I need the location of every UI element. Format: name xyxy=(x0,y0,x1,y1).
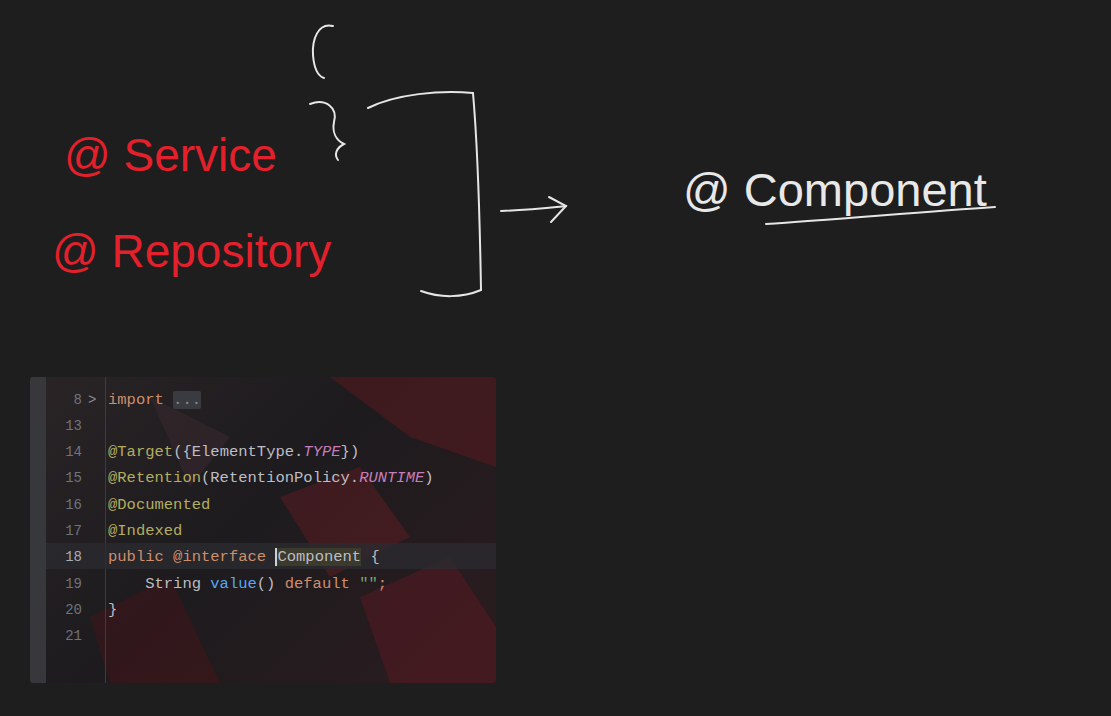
code-token: @Target xyxy=(108,443,173,461)
code-token: @Documented xyxy=(108,496,210,514)
code-token: Component xyxy=(275,548,361,566)
line-number: 18 xyxy=(30,545,82,569)
art-shape xyxy=(30,377,46,683)
line-number: 13 xyxy=(30,414,82,438)
code-token: { xyxy=(370,548,379,566)
code-panel: 8> import... 1314 @Target({ElementType.TYPE… xyxy=(30,377,496,683)
code-line: @Indexed xyxy=(108,519,182,543)
code-token: RUNTIME xyxy=(359,469,424,487)
art-shape xyxy=(105,377,106,683)
code-token: @interface xyxy=(173,548,266,566)
code-token: ; xyxy=(378,575,387,593)
code-line: import... xyxy=(108,388,201,412)
code-token: @Retention xyxy=(108,469,201,487)
target-annotation: @ Component xyxy=(683,166,987,213)
art-shape xyxy=(360,557,496,683)
arrow-line xyxy=(501,206,566,211)
code-token: public xyxy=(108,548,164,566)
code-line: @Retention(RetentionPolicy.RUNTIME) xyxy=(108,466,434,490)
art-shape xyxy=(330,377,496,467)
code-token: () xyxy=(257,575,276,593)
line-number: 21 xyxy=(30,624,82,648)
handwritten-annotation: @ Repository xyxy=(52,228,331,274)
line-number: 16 xyxy=(30,493,82,517)
code-token: TYPE xyxy=(303,443,340,461)
code-line: String value() default ""; xyxy=(108,572,387,596)
code-token: }) xyxy=(341,443,360,461)
code-token: import xyxy=(108,391,164,409)
code-token: ... xyxy=(173,391,201,409)
code-line: @Target({ElementType.TYPE}) xyxy=(108,440,359,464)
fold-marker: > xyxy=(88,388,100,412)
big-bracket xyxy=(368,92,481,296)
code-token: value xyxy=(210,575,257,593)
code-line: public @interface Component { xyxy=(108,545,380,569)
code-token: @Indexed xyxy=(108,522,182,540)
line-number: 14 xyxy=(30,440,82,464)
code-token: "" xyxy=(359,575,378,593)
handwritten-annotation: @ Service xyxy=(64,132,277,178)
code-token: (RetentionPolicy. xyxy=(201,469,359,487)
arrow-head xyxy=(549,197,566,222)
small-brace xyxy=(310,102,344,160)
code-token: String xyxy=(145,575,201,593)
code-token: default xyxy=(285,575,350,593)
wallpaper-art xyxy=(30,377,496,683)
line-number: 8 xyxy=(30,388,82,412)
line-number: 19 xyxy=(30,572,82,596)
code-line: } xyxy=(108,598,117,622)
code-token: } xyxy=(108,601,117,619)
line-number: 15 xyxy=(30,466,82,490)
art-shape xyxy=(46,543,496,569)
line-number: 20 xyxy=(30,598,82,622)
code-token: ) xyxy=(424,469,433,487)
line-number: 17 xyxy=(30,519,82,543)
small-paren xyxy=(313,25,333,78)
code-line: @Documented xyxy=(108,493,210,517)
code-token: ({ElementType. xyxy=(173,443,303,461)
